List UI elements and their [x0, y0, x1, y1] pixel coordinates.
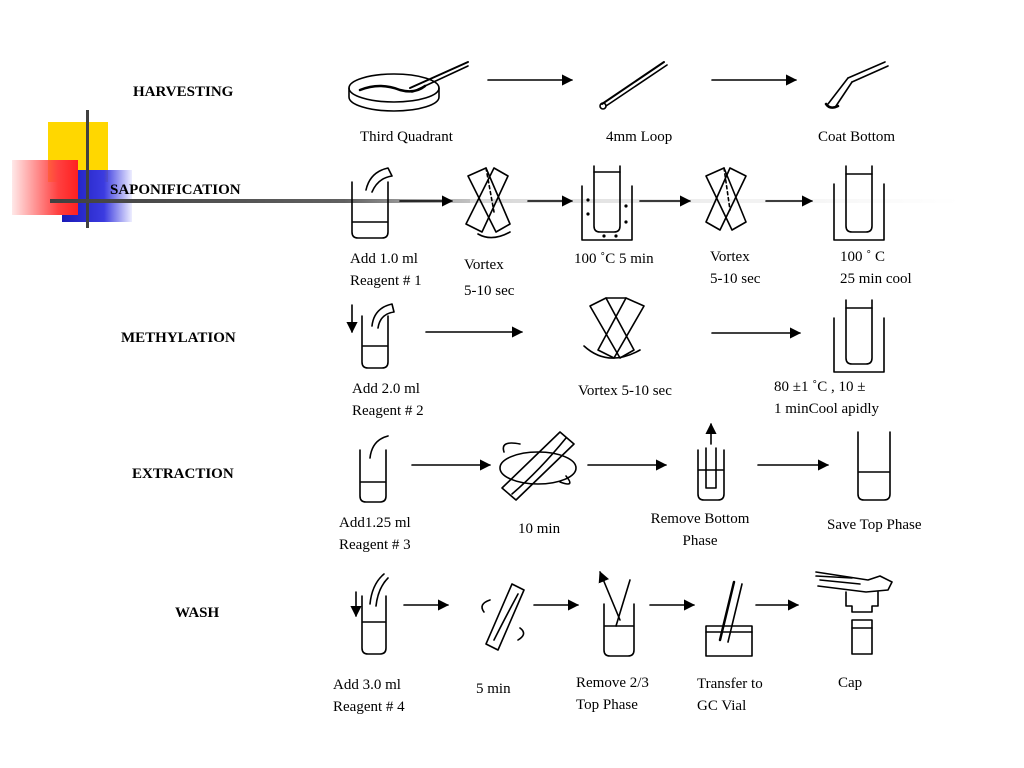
step-label-line: 80 ±1 ˚C , 10 ±	[774, 379, 866, 395]
rotating-tube-icon	[481, 583, 525, 651]
step-label-line: Add1.25 ml	[339, 515, 411, 531]
pipette-icon	[346, 303, 395, 369]
step-label-line: 5-10 sec	[464, 283, 515, 299]
step-label-line: 100 ˚ C	[840, 249, 885, 265]
crimper-cap-icon	[815, 571, 893, 655]
step-label-line: Remove 2/3	[576, 675, 649, 691]
step-label-add-reagent-2: Add 2.0 ml Reagent # 2	[352, 378, 424, 422]
step-label-heat-5min: 100 ˚C 5 min	[574, 251, 654, 267]
step-label-line: Vortex	[710, 249, 750, 265]
decor-squares	[0, 0, 140, 240]
step-label-add-reagent-1: Add 1.0 ml Reagent # 1	[350, 248, 422, 292]
step-label-line: Reagent # 2	[352, 403, 424, 419]
stage-extraction: EXTRACTION	[132, 466, 234, 482]
step-label-line: Add 1.0 ml	[350, 251, 418, 267]
step-label-line: Phase	[682, 533, 718, 549]
vortex-tubes-icon	[705, 167, 747, 231]
step-label-4mm-loop: 4mm Loop	[606, 129, 673, 145]
stage-harvesting: HARVESTING	[133, 84, 234, 100]
step-label-10min: 10 min	[518, 521, 561, 537]
rotating-tube-icon	[499, 431, 577, 501]
step-label-line: Remove Bottom	[650, 511, 750, 527]
step-label-line: GC Vial	[697, 698, 747, 714]
pipette-icon	[350, 573, 389, 655]
step-label-heat-80c: 80 ±1 ˚C , 10 ± 1 minCool apidly	[774, 376, 879, 420]
step-label-line: Add 3.0 ml	[333, 677, 401, 693]
vortex-tubes-icon	[583, 297, 645, 359]
step-label-line: 5-10 sec	[710, 271, 761, 287]
step-label-coat-bottom: Coat Bottom	[818, 129, 896, 145]
water-bath-icon	[833, 165, 885, 241]
step-label-5min: 5 min	[476, 681, 511, 697]
step-label-save-top-phase: Save Top Phase	[827, 517, 922, 533]
decor-vertical-line	[86, 110, 89, 228]
step-label-vortex-1: Vortex 5-10 sec	[464, 252, 514, 304]
step-label-line: Reagent # 1	[350, 273, 422, 289]
coat-bottom-icon	[824, 61, 889, 109]
step-label-vortex-3: Vortex 5-10 sec	[578, 383, 672, 399]
vortex-tubes-icon	[465, 167, 511, 239]
remove-top-phase-icon	[598, 570, 635, 657]
test-tube-icon	[359, 435, 389, 503]
gc-vial-icon	[705, 580, 753, 657]
step-label-line: Transfer to	[697, 676, 763, 692]
stage-saponification: SAPONIFICATION	[110, 182, 241, 198]
step-label-remove-top-phase: Remove 2/3 Top Phase	[576, 672, 649, 716]
test-tube-icon	[351, 167, 393, 239]
step-label-line: Reagent # 4	[333, 699, 405, 715]
step-label-line: 25 min cool	[840, 271, 912, 287]
step-label-vortex-2: Vortex 5-10 sec	[710, 246, 760, 290]
step-label-line: Vortex	[464, 257, 504, 273]
step-label-cap: Cap	[838, 675, 863, 691]
water-bath-icon	[833, 299, 885, 373]
petri-dish-icon	[348, 61, 469, 112]
step-label-heat-25min: 100 ˚ C 25 min cool	[840, 246, 912, 290]
step-label-line: 1 minCool apidly	[774, 401, 879, 417]
step-label-line: Add 2.0 ml	[352, 381, 420, 397]
step-label-third-quadrant: Third Quadrant	[360, 129, 453, 145]
step-label-line: Reagent # 3	[339, 537, 411, 553]
stage-methylation: METHYLATION	[121, 330, 236, 346]
step-label-transfer-gc-vial: Transfer to GC Vial	[697, 673, 763, 717]
remove-bottom-phase-icon	[697, 422, 725, 501]
water-bath-icon	[581, 165, 633, 241]
stage-wash: WASH	[175, 605, 220, 621]
decor-red-square	[12, 160, 78, 215]
step-label-add-reagent-3: Add1.25 ml Reagent # 3	[339, 512, 411, 556]
test-tube-icon	[857, 431, 891, 501]
step-label-add-reagent-4: Add 3.0 ml Reagent # 4	[333, 674, 405, 718]
step-label-line: Top Phase	[576, 697, 638, 713]
decor-horizontal-line	[50, 199, 470, 203]
inoculating-loop-icon	[599, 61, 668, 110]
step-label-remove-bottom-phase: Remove Bottom Phase	[636, 508, 764, 552]
